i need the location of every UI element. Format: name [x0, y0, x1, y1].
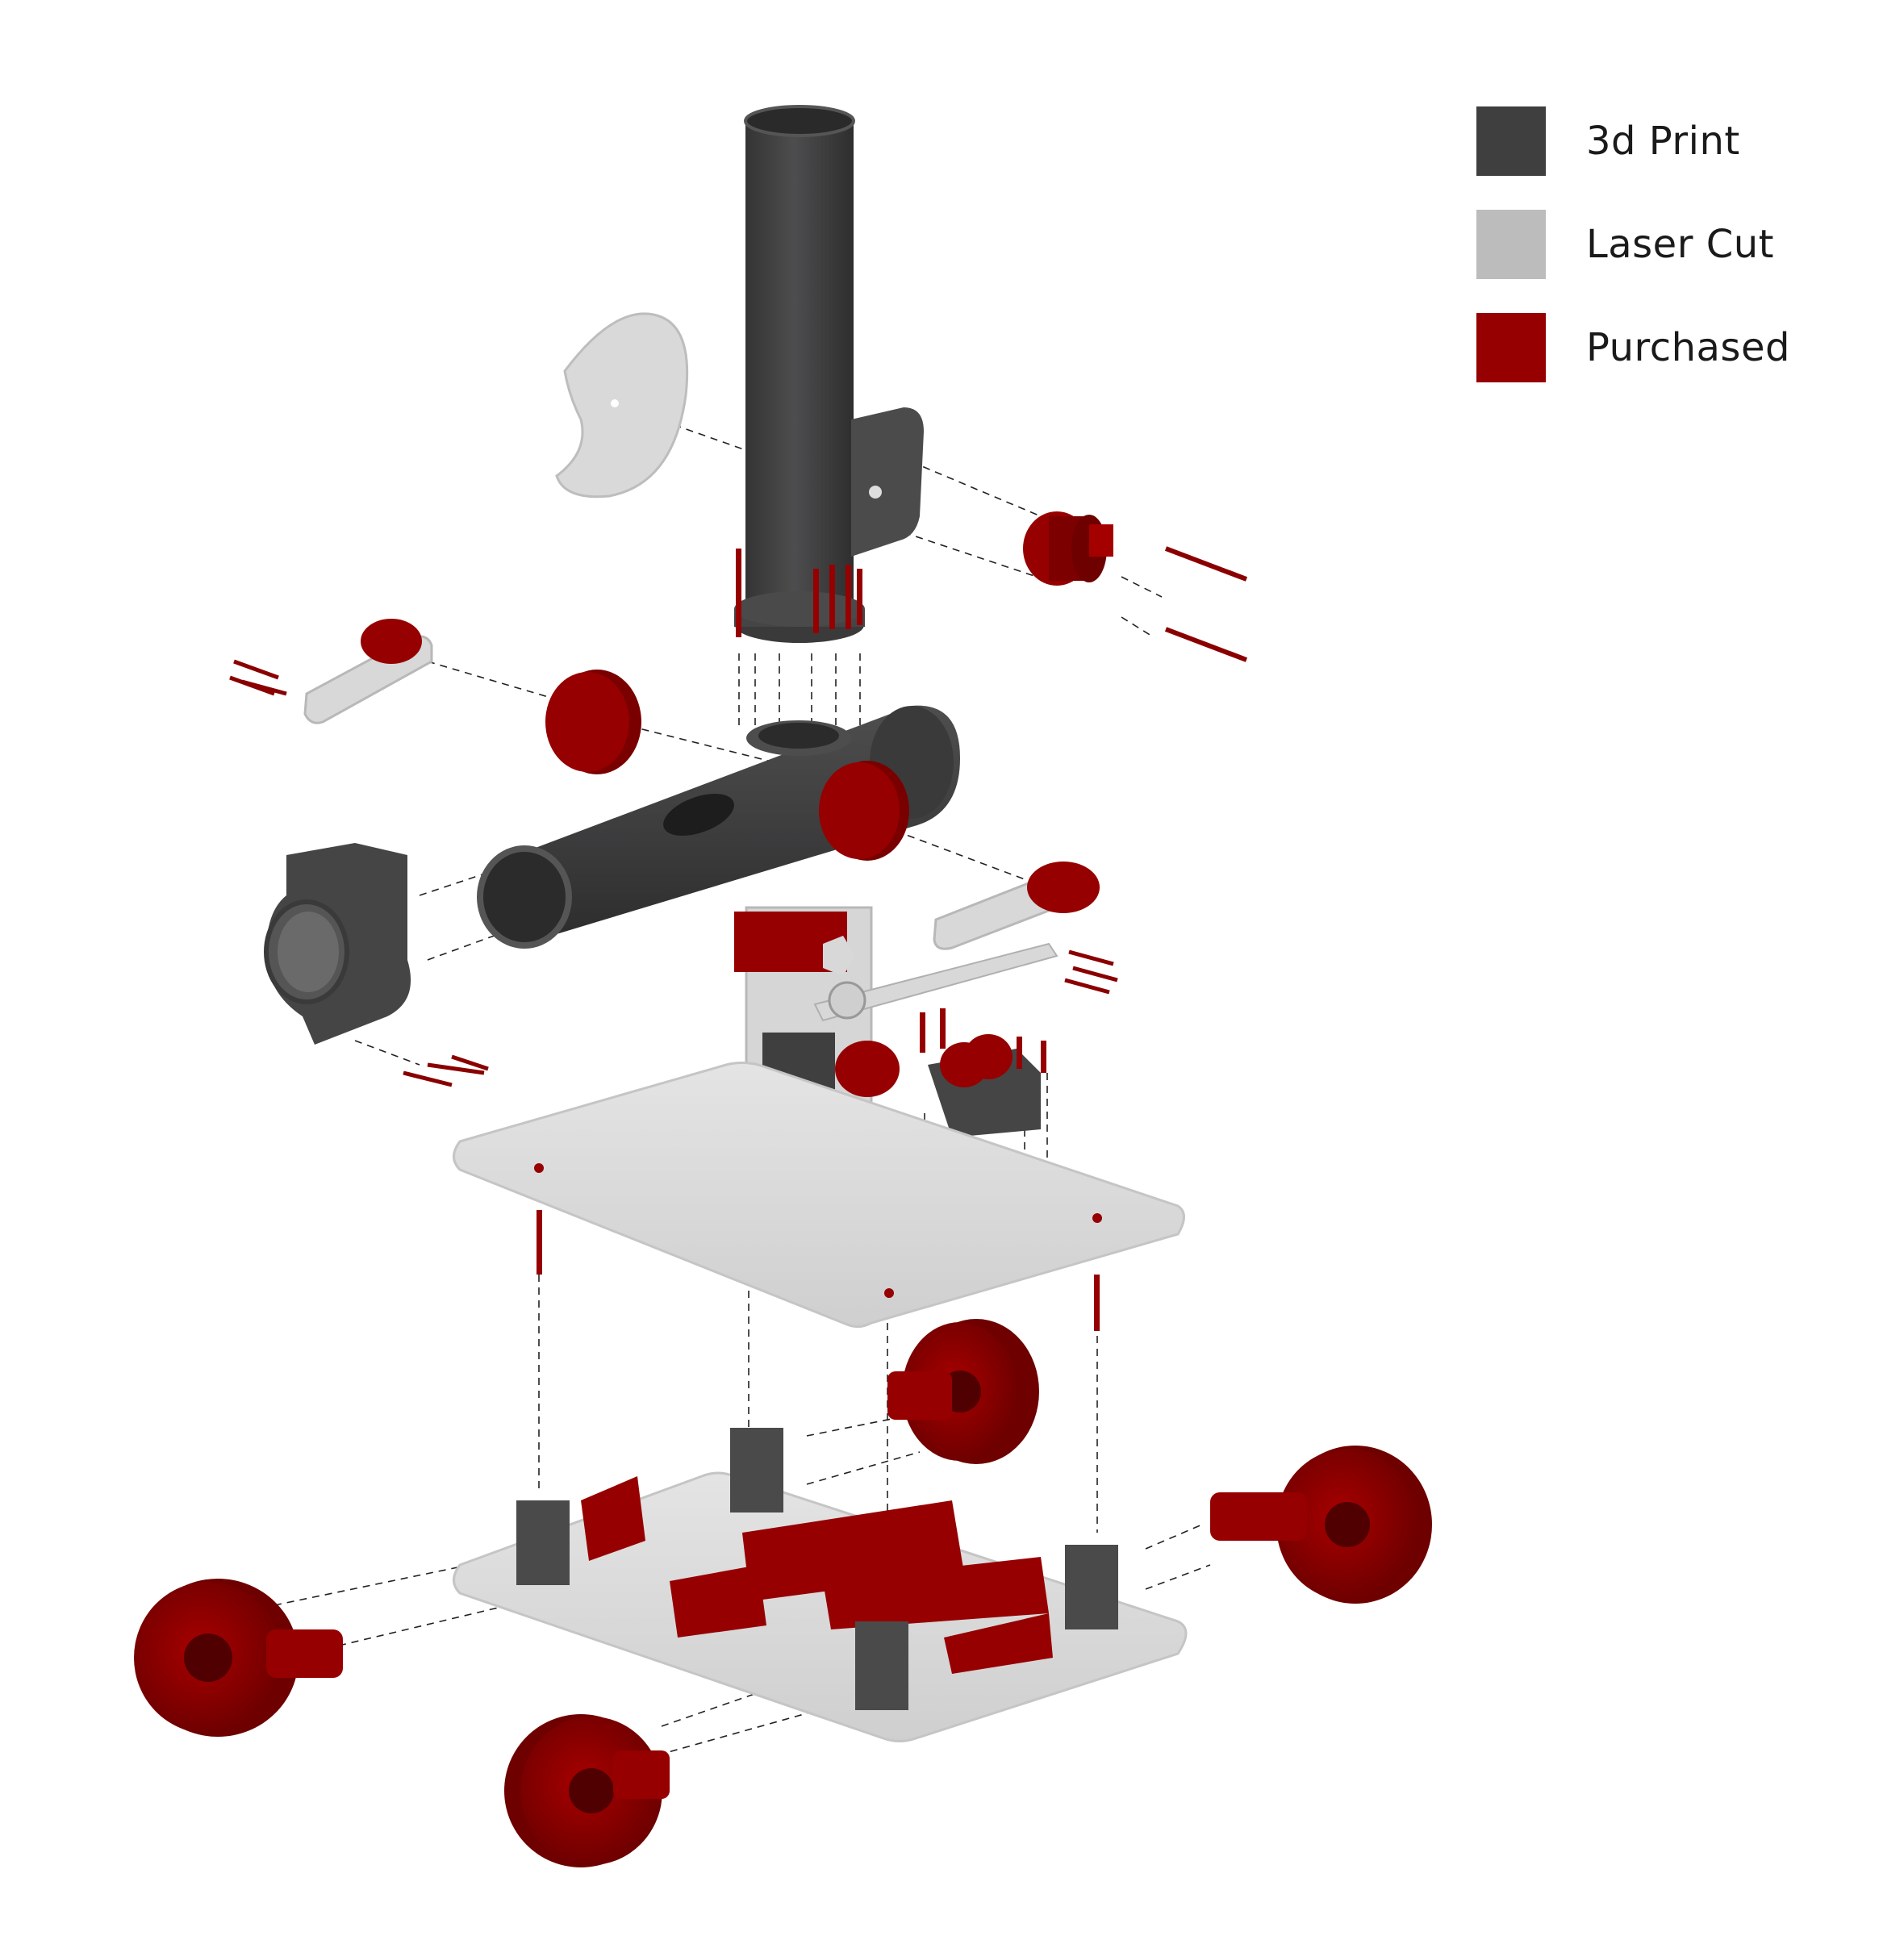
clamp-3dprint — [264, 843, 489, 1087]
front-right-wheel — [504, 1714, 670, 1867]
right-link-arm — [933, 862, 1118, 995]
right-red-cap — [819, 761, 909, 861]
legend: 3d Print Laser Cut Purchased — [1476, 106, 1790, 416]
center-wheel — [887, 1319, 1039, 1464]
front-left-wheel — [134, 1579, 343, 1737]
legend-label-purchased: Purchased — [1586, 325, 1790, 370]
legend-label-3d-print: 3d Print — [1586, 119, 1740, 164]
tube-screws — [736, 549, 862, 637]
vertical-tube-3dprint — [734, 105, 924, 643]
stepper-motor-top — [1023, 511, 1248, 662]
rear-right-wheel — [1210, 1446, 1432, 1604]
upper-plate-laser — [453, 1062, 1185, 1331]
left-link-arm — [229, 619, 433, 724]
legend-swatch-purchased — [1476, 313, 1546, 382]
legend-item-3d-print: 3d Print — [1476, 106, 1790, 176]
left-red-cap — [545, 670, 641, 774]
legend-swatch-3d-print — [1476, 106, 1546, 176]
legend-item-laser-cut: Laser Cut — [1476, 210, 1790, 279]
lower-plate-laser — [453, 1428, 1188, 1742]
laser-cut-disc — [555, 312, 689, 499]
legend-item-purchased: Purchased — [1476, 313, 1790, 382]
legend-swatch-laser-cut — [1476, 210, 1546, 279]
legend-label-laser-cut: Laser Cut — [1586, 222, 1774, 267]
